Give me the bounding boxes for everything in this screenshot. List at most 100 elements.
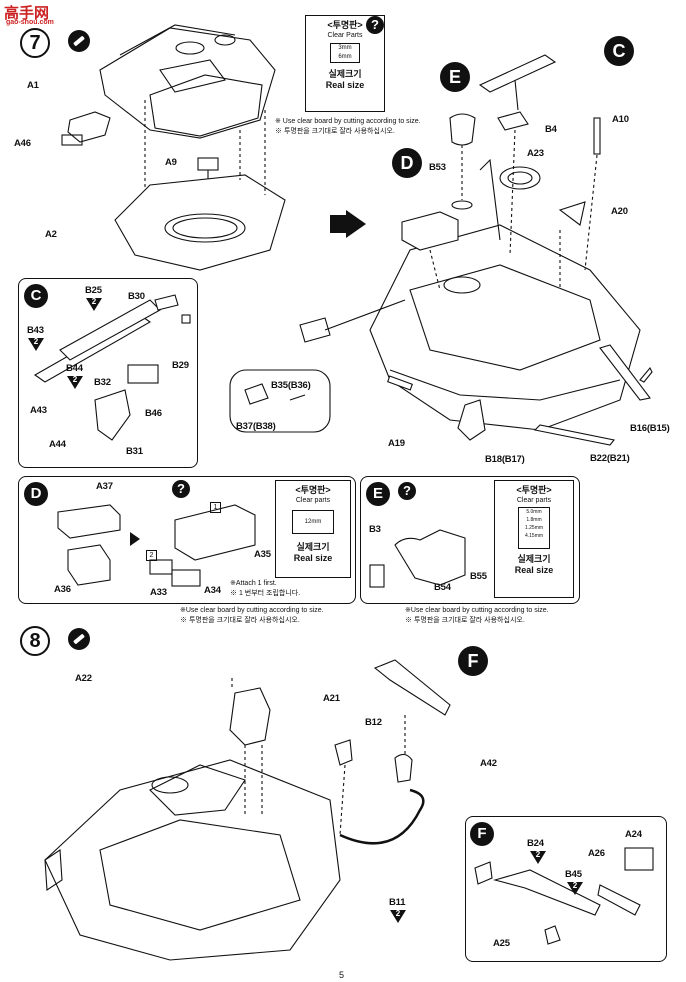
- clear-box-title: <투명판>: [295, 485, 331, 495]
- sprue-triangle: [390, 910, 406, 923]
- sprue-number: 2: [572, 881, 578, 890]
- clear-box-dim2: 6mm: [338, 54, 352, 60]
- clear-box-dim4: 5.0mm: [526, 509, 542, 515]
- callout-e: E: [440, 62, 470, 92]
- callout-f: F: [458, 646, 488, 676]
- sprue-triangle: [67, 376, 83, 389]
- label-a34: A34: [204, 585, 221, 596]
- label-b53: B53: [429, 162, 446, 173]
- order-box-1: 1: [210, 502, 221, 513]
- clear-box-diagram: 12mm: [292, 510, 334, 534]
- label-a43: A43: [30, 405, 47, 416]
- step-7-number: 7: [20, 28, 50, 58]
- label-b29: B29: [172, 360, 189, 371]
- note-en-top: ※ Use clear board by cutting according t…: [275, 118, 421, 125]
- subassembly-d-panel: [18, 476, 356, 604]
- label-b30: B30: [128, 291, 145, 302]
- sprue-number: 2: [395, 909, 401, 918]
- clear-parts-box-e: <투명판> Clear parts 5.0mm 1.8mm 1.25mm 4.1…: [494, 480, 574, 598]
- label-b11: B11: [389, 897, 406, 908]
- callout-c: C: [604, 36, 634, 66]
- label-a1: A1: [27, 80, 39, 91]
- label-b37: B37(B38): [236, 421, 276, 432]
- clear-box-title: <투명판>: [516, 485, 552, 495]
- knife-icon: [68, 30, 90, 52]
- subassembly-f-panel: [465, 816, 667, 962]
- clear-box-dim1: 3mm: [338, 45, 352, 51]
- panel-d-letter: D: [24, 482, 48, 506]
- clear-box-real-en: Real size: [514, 565, 554, 575]
- clear-parts-box-d: <투명판> Clear parts 12mm 실제크기 Real size: [275, 480, 351, 578]
- label-b46: B46: [145, 408, 162, 419]
- sprue-triangle: [28, 338, 44, 351]
- label-b25: B25: [85, 285, 102, 296]
- label-b22: B22(B21): [590, 453, 630, 464]
- label-a2: A2: [45, 229, 57, 240]
- label-a23: A23: [527, 148, 544, 159]
- panel-d-arrow: [130, 532, 140, 546]
- subassembly-c-panel: [18, 278, 198, 468]
- note-en-e: ※Use clear board by cutting according to…: [405, 607, 549, 614]
- attach-note-en: ※Attach 1 first.: [230, 580, 277, 587]
- panel-f-letter: F: [470, 822, 494, 846]
- panel-c-letter: C: [24, 284, 48, 308]
- label-a19: A19: [388, 438, 405, 449]
- label-a26: A26: [588, 848, 605, 859]
- note-ko-e: ※ 투명판을 크기대로 잘라 사용하십시오.: [405, 617, 525, 624]
- clear-box-subtitle: Clear Parts: [327, 32, 363, 39]
- label-a24: A24: [625, 829, 642, 840]
- step-arrow-head: [346, 210, 366, 238]
- question-icon: ?: [172, 480, 190, 498]
- label-a46: A46: [14, 138, 31, 149]
- panel-e-letter: E: [366, 482, 390, 506]
- question-icon: ?: [366, 16, 384, 34]
- label-b54: B54: [434, 582, 451, 593]
- step-arrow-body: [330, 215, 346, 233]
- clear-box-subtitle: Clear parts: [516, 497, 552, 504]
- label-b32: B32: [94, 377, 111, 388]
- note-ko-d: ※ 투명판을 크기대로 잘라 사용하십시오.: [180, 617, 300, 624]
- clear-box-title: <투명판>: [327, 20, 363, 30]
- label-b44: B44: [66, 363, 83, 374]
- sprue-triangle: [530, 851, 546, 864]
- clear-box-real-en: Real size: [325, 80, 365, 90]
- label-a9: A9: [165, 157, 177, 168]
- callout-d: D: [392, 148, 422, 178]
- subassembly-e-panel: [360, 476, 580, 604]
- label-b31: B31: [126, 446, 143, 457]
- label-a44: A44: [49, 439, 66, 450]
- clear-box-diagram: 5.0mm 1.8mm 1.25mm 4.15mm: [518, 507, 550, 549]
- label-a35: A35: [254, 549, 271, 560]
- clear-box-real-ko: 실제크기: [328, 69, 362, 79]
- label-a37: A37: [96, 481, 113, 492]
- clear-box-subtitle: Clear parts: [295, 497, 331, 504]
- label-b24: B24: [527, 838, 544, 849]
- label-a25: A25: [493, 938, 510, 949]
- label-b45: B45: [565, 869, 582, 880]
- sprue-triangle: [567, 882, 583, 895]
- sprue-triangle: [86, 298, 102, 311]
- clear-box-real-en: Real size: [293, 553, 333, 563]
- label-b55: B55: [470, 571, 487, 582]
- sprue-number: 2: [72, 375, 78, 384]
- clear-box-dim6: 1.25mm: [524, 525, 544, 531]
- label-a10: A10: [612, 114, 629, 125]
- sprue-number: 2: [91, 297, 97, 306]
- label-b18: B18(B17): [485, 454, 525, 465]
- label-b12: B12: [365, 717, 382, 728]
- clear-box-dim5: 1.8mm: [526, 517, 542, 523]
- label-a33: A33: [150, 587, 167, 598]
- label-b35: B35(B36): [271, 380, 311, 391]
- label-b4: B4: [545, 124, 557, 135]
- clear-box-dim7: 4.15mm: [524, 533, 544, 539]
- label-a36: A36: [54, 584, 71, 595]
- clear-box-diagram: 3mm 6mm: [330, 43, 360, 63]
- clear-box-real-ko: 실제크기: [517, 554, 551, 564]
- knife-icon: [68, 628, 90, 650]
- page-number: 5: [339, 970, 345, 980]
- attach-note-ko: ※ 1 번부터 조립합니다.: [230, 590, 301, 597]
- label-b16: B16(B15): [630, 423, 670, 434]
- label-a42: A42: [480, 758, 497, 769]
- sprue-number: 2: [33, 337, 39, 346]
